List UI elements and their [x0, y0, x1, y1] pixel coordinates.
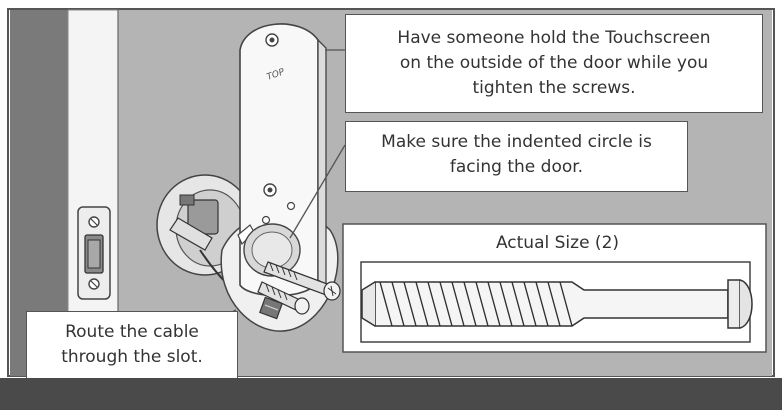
callout-hold-touchscreen: Have someone hold the Touchscreen on the…	[345, 14, 763, 113]
screws	[257, 261, 341, 315]
callout-hold-line-3: tighten the screws.	[472, 78, 636, 98]
leader-indented-circle	[289, 144, 346, 239]
callout-circle-line-2: facing the door.	[449, 157, 584, 177]
callout-route-line-1: Route the cable	[65, 322, 199, 342]
callout-circle-line-1: Make sure the indented circle is	[381, 132, 652, 152]
mounting-plate	[237, 23, 327, 297]
callout-route-line-2: through the slot.	[61, 347, 203, 367]
actual-size-screw	[361, 279, 753, 329]
callout-route-cable: Route the cable through the slot.	[26, 311, 238, 380]
bottom-bar	[0, 378, 782, 410]
cable-connector	[259, 296, 283, 320]
callout-indented-circle: Make sure the indented circle is facing …	[345, 121, 688, 192]
callout-hold-line-1: Have someone hold the Touchscreen	[397, 28, 711, 48]
actual-size-label: Actual Size (2)	[495, 233, 620, 253]
callout-hold-line-2: on the outside of the door while you	[399, 53, 709, 73]
latch-faceplate	[77, 206, 111, 300]
